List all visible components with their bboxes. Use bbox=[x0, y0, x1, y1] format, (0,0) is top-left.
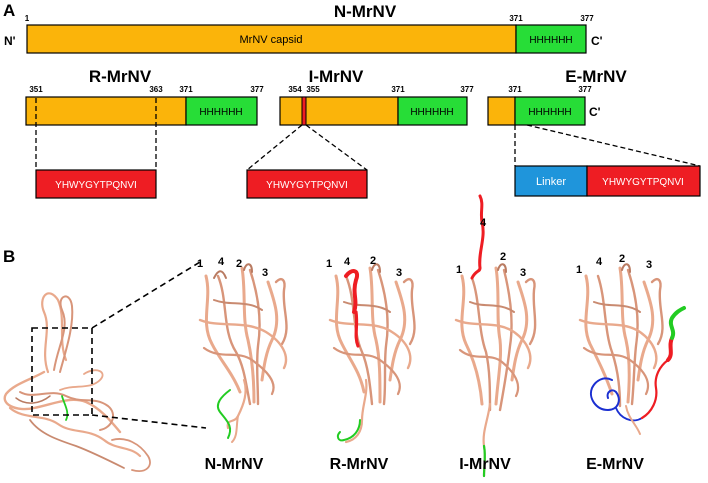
i-mrnv-structure bbox=[454, 194, 537, 478]
i-mrnv-his-label: HHHHHH bbox=[410, 107, 453, 118]
r-mrnv-structure bbox=[328, 263, 416, 444]
i-mrnv-pos-371: 371 bbox=[391, 85, 405, 94]
r-mrnv-pos-351: 351 bbox=[29, 85, 43, 94]
i-mrnv-pos-355: 355 bbox=[306, 85, 320, 94]
panel-a-letter: A bbox=[3, 1, 15, 20]
i-mrnv-strand-3: 3 bbox=[520, 267, 526, 279]
r-mrnv-pos-371: 371 bbox=[179, 85, 193, 94]
r-mrnv-peptide-label: YHWYGYTPQNVI bbox=[55, 180, 137, 191]
i-mrnv-strand-1: 1 bbox=[456, 264, 462, 276]
e-mrnv-his-label: HHHHHH bbox=[528, 107, 571, 118]
r-mrnv-his-tag bbox=[185, 96, 258, 126]
i-mrnv-strand-4: 4 bbox=[480, 217, 487, 229]
capsid-overview-structure bbox=[3, 292, 151, 472]
i-mrnv-pos-354: 354 bbox=[288, 85, 302, 94]
i-mrnv-peptide-box bbox=[246, 169, 368, 199]
r-mrnv-strand-2: 2 bbox=[370, 255, 376, 267]
e-mrnv-capsid-bar bbox=[487, 96, 516, 126]
structure-label-n-mrnv: N-MrNV bbox=[205, 456, 264, 473]
n-mrnv-his-label: HHHHHH bbox=[529, 35, 572, 46]
e-mrnv-structure bbox=[578, 263, 686, 435]
e-mrnv-strand-2: 2 bbox=[619, 253, 625, 265]
r-mrnv-title: R-MrNV bbox=[89, 67, 152, 86]
e-mrnv-peptide-box bbox=[586, 165, 701, 197]
r-mrnv-pos-363: 363 bbox=[149, 85, 163, 94]
n-mrnv-pos-377: 377 bbox=[580, 14, 594, 23]
structure-label-e-mrnv: E-MrNV bbox=[586, 456, 644, 473]
n-terminus-label: N' bbox=[4, 34, 16, 48]
r-mrnv-strand-4: 4 bbox=[344, 256, 351, 268]
e-mrnv-pos-371: 371 bbox=[508, 85, 522, 94]
n-mrnv-capsid-label: MrNV capsid bbox=[240, 34, 303, 46]
n-mrnv-pos-371: 371 bbox=[509, 14, 523, 23]
e-mrnv-linker-label: Linker bbox=[536, 176, 566, 188]
i-mrnv-peptide-label: YHWYGYTPQNVI bbox=[266, 180, 348, 191]
r-mrnv-pos-377: 377 bbox=[250, 85, 264, 94]
r-mrnv-capsid-bar bbox=[25, 96, 187, 126]
i-mrnv-guide-left bbox=[246, 124, 303, 171]
zoom-guide-top bbox=[91, 261, 201, 329]
zoom-guide-bottom bbox=[91, 414, 207, 429]
e-mrnv-strand-3: 3 bbox=[646, 259, 652, 271]
e-mrnv-strand-1: 1 bbox=[576, 264, 582, 276]
i-mrnv-title: I-MrNV bbox=[309, 67, 364, 86]
e-mrnv-peptide-label: YHWYGYTPQNVI bbox=[602, 177, 684, 188]
zoom-box bbox=[31, 327, 93, 416]
n-mrnv-pos-start: 1 bbox=[25, 14, 30, 23]
i-mrnv-his-tag bbox=[397, 96, 468, 126]
r-mrnv-strand-3: 3 bbox=[396, 267, 402, 279]
e-mrnv-pos-377: 377 bbox=[578, 85, 592, 94]
e-mrnv-c-terminus: C' bbox=[589, 105, 601, 119]
n-mrnv-title: N-MrNV bbox=[334, 2, 397, 21]
e-mrnv-guide-right bbox=[526, 124, 701, 167]
panel-b-letter: B bbox=[3, 247, 15, 266]
i-mrnv-pos-377: 377 bbox=[460, 85, 474, 94]
i-mrnv-insert-marker bbox=[301, 96, 307, 126]
n-mrnv-strand-4: 4 bbox=[218, 256, 225, 268]
i-mrnv-capsid-bar bbox=[279, 96, 399, 126]
structure-label-r-mrnv: R-MrNV bbox=[330, 456, 389, 473]
r-mrnv-strand-1: 1 bbox=[326, 258, 332, 270]
n-mrnv-strand-1: 1 bbox=[197, 258, 203, 270]
e-mrnv-title: E-MrNV bbox=[565, 67, 627, 86]
i-mrnv-strand-2: 2 bbox=[500, 251, 506, 263]
n-mrnv-strand-2: 2 bbox=[236, 258, 242, 270]
c-terminus-label: C' bbox=[591, 34, 603, 48]
structure-label-i-mrnv: I-MrNV bbox=[459, 456, 511, 473]
n-mrnv-structure bbox=[198, 263, 288, 443]
r-mrnv-his-label: HHHHHH bbox=[199, 107, 242, 118]
r-mrnv-peptide-box bbox=[35, 169, 157, 199]
e-mrnv-his-tag bbox=[514, 96, 586, 126]
e-mrnv-strand-4: 4 bbox=[596, 256, 603, 268]
i-mrnv-guide-right bbox=[305, 124, 368, 171]
n-mrnv-strand-3: 3 bbox=[262, 267, 268, 279]
n-mrnv-his-tag bbox=[515, 24, 587, 54]
n-mrnv-capsid-bar bbox=[26, 24, 517, 54]
